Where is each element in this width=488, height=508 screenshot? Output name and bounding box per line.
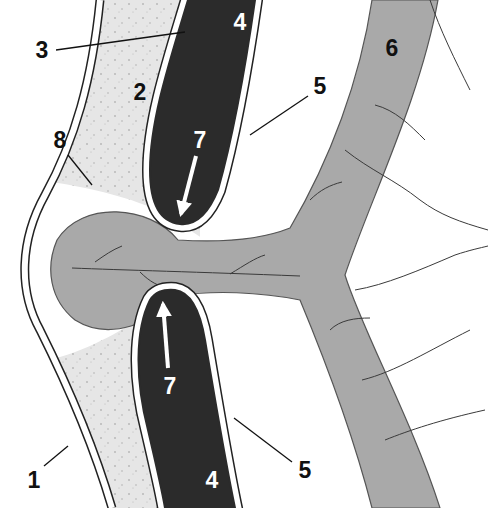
callout-number: 5 [314, 75, 327, 98]
callout-number: 7 [194, 129, 207, 152]
callout-number: 7 [164, 375, 177, 398]
callout-number: 4 [234, 11, 247, 34]
bone-lower [138, 290, 235, 508]
callout-number: 6 [386, 37, 399, 60]
callout-number: 5 [299, 459, 312, 482]
callout-number: 4 [206, 469, 219, 492]
callout-number: 2 [134, 81, 147, 104]
callout-number: 8 [54, 129, 67, 152]
brain-tissue [51, 0, 440, 508]
arrow [163, 304, 168, 368]
leader-lines [44, 32, 308, 466]
bone-upper [150, 0, 255, 224]
callout-number: 1 [28, 469, 41, 492]
callout-number: 3 [36, 39, 49, 62]
arrow [181, 156, 196, 214]
